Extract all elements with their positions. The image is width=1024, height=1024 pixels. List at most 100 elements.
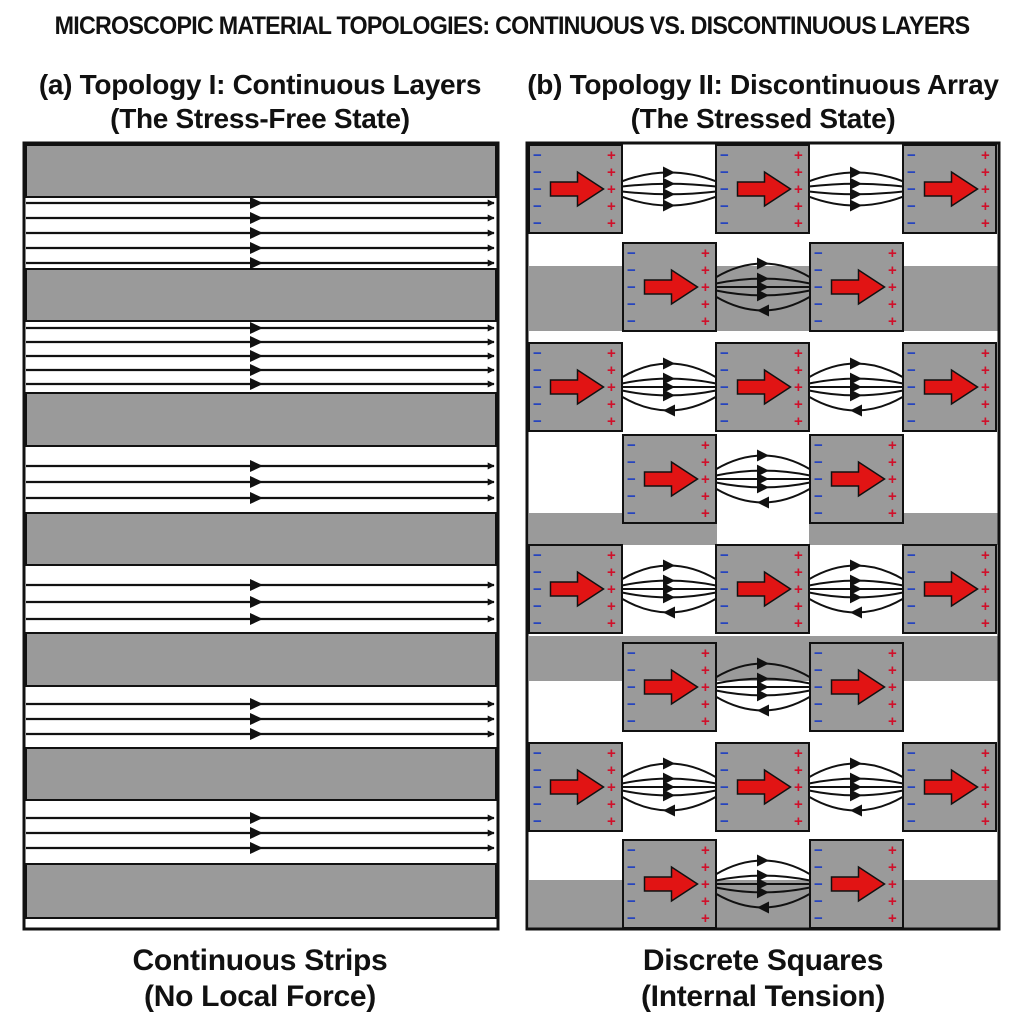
minus-charge: − — [627, 662, 636, 679]
plus-charge: + — [888, 488, 897, 505]
plus-charge: + — [981, 779, 990, 796]
plus-charge: + — [607, 615, 616, 632]
field-line-arrowhead — [663, 583, 675, 595]
field-line-arrowhead — [850, 772, 862, 785]
plus-charge: + — [794, 396, 803, 413]
plus-charge: + — [794, 547, 803, 564]
field-line-bundle — [715, 257, 811, 317]
plus-charge: + — [607, 813, 616, 830]
field-line-arrowhead — [250, 197, 263, 209]
field-line-arrowhead — [850, 404, 862, 417]
plus-charge: + — [607, 779, 616, 796]
minus-charge: − — [814, 842, 823, 859]
plus-charge: + — [701, 437, 710, 454]
panel-b-heading-block: (b) Topology II: Discontinuous Array (Th… — [513, 68, 1013, 136]
minus-charge: − — [627, 471, 636, 488]
field-line-arrowhead — [663, 199, 675, 212]
field-line-arrowhead — [850, 781, 862, 793]
field-line-arrowhead — [663, 757, 675, 770]
plus-charge: + — [888, 454, 897, 471]
minus-charge: − — [627, 488, 636, 505]
plus-charge: + — [794, 164, 803, 181]
field-line-arrowhead — [250, 350, 263, 362]
charged-square: −+−+−+−+−+ — [809, 642, 904, 732]
continuous-strip — [25, 268, 497, 322]
panel-a-subheading: (The Stress-Free State) — [110, 103, 410, 134]
minus-charge: − — [533, 745, 542, 762]
plus-charge: + — [888, 645, 897, 662]
minus-charge: − — [627, 245, 636, 262]
plus-charge: + — [607, 147, 616, 164]
plus-charge: + — [701, 713, 710, 730]
field-line-bundle — [808, 357, 904, 417]
minus-charge: − — [720, 345, 729, 362]
field-line-bundle — [715, 449, 811, 509]
field-line-arrowhead — [850, 372, 862, 385]
charged-square: −+−+−+−+−+ — [528, 342, 623, 432]
plus-charge: + — [981, 164, 990, 181]
field-line-arrowhead — [757, 272, 769, 285]
plus-charge: + — [794, 779, 803, 796]
plus-charge: + — [888, 471, 897, 488]
minus-charge: − — [907, 215, 916, 232]
field-line-arrowhead — [250, 812, 263, 824]
continuous-strip — [25, 863, 497, 919]
minus-charge: − — [627, 859, 636, 876]
field-line-arrowhead — [250, 698, 263, 710]
minus-charge: − — [720, 762, 729, 779]
field-line-arrowhead — [663, 559, 675, 572]
field-line-bundle — [621, 357, 717, 417]
plus-charge: + — [888, 713, 897, 730]
field-line-arrowhead — [250, 492, 263, 504]
plus-charge: + — [607, 396, 616, 413]
field-line-arrowhead — [663, 789, 675, 802]
minus-charge: − — [533, 813, 542, 830]
minus-charge: − — [627, 454, 636, 471]
charged-square: −+−+−+−+−+ — [528, 742, 623, 832]
plus-charge: + — [981, 813, 990, 830]
minus-charge: − — [720, 564, 729, 581]
background-strip-band — [529, 880, 998, 928]
polarization-arrow-icon — [643, 865, 699, 903]
panel-a-heading: (a) Topology I: Continuous Layers — [38, 69, 482, 100]
plus-charge: + — [607, 796, 616, 813]
plus-charge: + — [888, 279, 897, 296]
minus-charge: − — [533, 147, 542, 164]
charged-square: −+−+−+−+−+ — [715, 742, 810, 832]
plus-charge: + — [981, 396, 990, 413]
plus-charge: + — [981, 581, 990, 598]
plus-charge: + — [701, 505, 710, 522]
field-line-arrowhead — [850, 166, 862, 179]
plus-charge: + — [701, 910, 710, 927]
plus-charge: + — [794, 198, 803, 215]
charged-square: −+−+−+−+−+ — [528, 144, 623, 234]
charged-square: −+−+−+−+−+ — [622, 242, 717, 332]
field-line-arrowhead — [850, 177, 862, 190]
plus-charge: + — [888, 437, 897, 454]
field-line-arrowhead — [663, 372, 675, 385]
minus-charge: − — [720, 745, 729, 762]
charged-square: −+−+−+−+−+ — [622, 839, 717, 929]
field-line-arrowhead — [663, 591, 675, 604]
plus-charge: + — [888, 662, 897, 679]
minus-charge: − — [627, 893, 636, 910]
minus-charge: − — [814, 696, 823, 713]
charged-square: −+−+−+−+−+ — [902, 544, 997, 634]
charged-square: −+−+−+−+−+ — [809, 839, 904, 929]
plus-charge: + — [888, 876, 897, 893]
panel-a-caption-line1: Continuous Strips — [132, 944, 388, 977]
square-body — [902, 544, 997, 634]
minus-charge: − — [907, 547, 916, 564]
plus-charge: + — [794, 813, 803, 830]
plus-charge: + — [607, 215, 616, 232]
square-body — [809, 434, 904, 524]
field-line-arrowhead — [850, 789, 862, 802]
field-line-bundle — [808, 757, 904, 817]
minus-charge: − — [720, 147, 729, 164]
minus-charge: − — [720, 615, 729, 632]
minus-charge: − — [907, 581, 916, 598]
field-line-arrowhead — [250, 728, 263, 740]
plus-charge: + — [888, 505, 897, 522]
plus-charge: + — [701, 296, 710, 313]
